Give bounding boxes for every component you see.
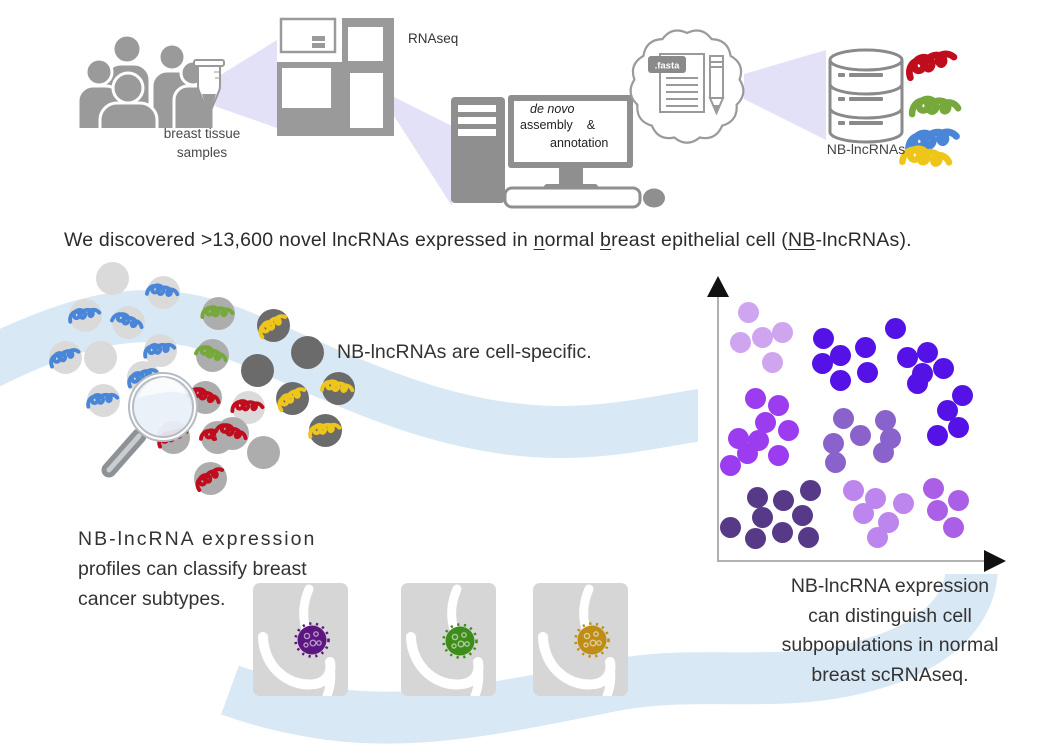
- scatter-dot: [852, 502, 874, 524]
- scatter-dot: [866, 526, 888, 548]
- scatter-dot: [799, 479, 821, 501]
- database-label: NB-lncRNAs: [826, 141, 906, 157]
- scatter-dot: [746, 486, 768, 508]
- y-axis-arrow-icon: [707, 276, 729, 297]
- scatter-dot: [884, 317, 906, 339]
- scatter-dot: [772, 489, 794, 511]
- magnifying-glass-icon: [101, 372, 198, 478]
- pencil-icon: [708, 55, 725, 116]
- scatter-dot: [812, 327, 834, 349]
- scatter-dot: [791, 504, 813, 526]
- computer-icon: [451, 95, 665, 209]
- scatter-dot: [744, 387, 766, 409]
- scatter-dot: [822, 432, 844, 454]
- fasta-tag: [648, 56, 686, 73]
- screen-line-denovo: de novo: [530, 102, 575, 116]
- breast-icon: [401, 583, 496, 696]
- screen-text: de novo assembly& annotation: [512, 101, 630, 151]
- scatter-dot: [856, 361, 878, 383]
- scatter-dot: [854, 336, 876, 358]
- scatter-dot: [906, 372, 928, 394]
- tumor-icon: [294, 622, 330, 658]
- document-icon: .fasta: [648, 53, 705, 113]
- scatter-dot: [751, 326, 773, 348]
- scatter-dot: [926, 424, 948, 446]
- headline: We discovered >13,600 novel lncRNAs expr…: [64, 229, 912, 251]
- scatter-dot: [771, 321, 793, 343]
- scatter-dot: [829, 369, 851, 391]
- scatter-dot: [719, 516, 741, 538]
- beam-fasta-to-database: [744, 50, 826, 140]
- scatter-dot: [811, 352, 833, 374]
- scatter-dot: [719, 454, 741, 476]
- scatter-dot: [874, 409, 896, 431]
- scatter-dot: [872, 441, 894, 463]
- scatter-dot: [761, 351, 783, 373]
- tumor-icon: [442, 623, 478, 659]
- scatter-dot: [767, 444, 789, 466]
- cell-specific-caption: NB-lncRNAs are cell-specific.: [337, 341, 592, 363]
- tumor-icon: [574, 622, 610, 658]
- screen-line-annotation: annotation: [550, 136, 609, 150]
- scatter-dot: [736, 442, 758, 464]
- scatter-dot: [744, 527, 766, 549]
- lncrna-squiggle-red-icon: [906, 50, 958, 82]
- rnaseq-label: RNAseq: [408, 31, 459, 46]
- beam-sequencer-to-computer: [394, 97, 452, 206]
- scatter-dot: [936, 399, 958, 421]
- scatter-dots: [698, 272, 1012, 574]
- beam-samples-to-sequencer: [206, 40, 277, 128]
- fasta-badge-icon: .fasta: [629, 29, 745, 144]
- scatter-dot: [824, 451, 846, 473]
- scatter-dot: [942, 516, 964, 538]
- scatter-plot: [698, 272, 1012, 574]
- scatter-axes: [707, 276, 1006, 572]
- scatter-dot: [777, 419, 799, 441]
- scatter-dot: [947, 489, 969, 511]
- scatter-dot: [849, 424, 871, 446]
- scatter-dot: [754, 411, 776, 433]
- scatter-dot: [916, 341, 938, 363]
- scatter-dot: [877, 511, 899, 533]
- scatter-dot: [797, 526, 819, 548]
- lncrna-squiggle-blue-icon: [905, 128, 960, 157]
- scatter-dot: [771, 521, 793, 543]
- scatter-dot: [829, 344, 851, 366]
- breast-icon: [533, 583, 628, 696]
- database-icon: [828, 48, 904, 144]
- scatter-dot: [896, 346, 918, 368]
- scatter-dot: [842, 479, 864, 501]
- screen-line-assembly: assembly&: [520, 118, 596, 132]
- sample-tube-icon: [193, 59, 225, 109]
- fasta-tag-label: .fasta: [655, 61, 681, 72]
- scatter-dot: [767, 394, 789, 416]
- people-group-icon: [76, 33, 216, 128]
- scatter-dot: [729, 331, 751, 353]
- lncrna-squiggle-green-icon: [908, 95, 962, 118]
- scatter-dot: [932, 357, 954, 379]
- scatter-dot: [737, 301, 759, 323]
- lncrna-squiggle-yellow-icon: [899, 145, 953, 167]
- scatter-dot: [751, 506, 773, 528]
- scatter-dot: [947, 416, 969, 438]
- scatter-dot: [951, 384, 973, 406]
- scatter-dot: [864, 487, 886, 509]
- scatter-dot: [832, 407, 854, 429]
- breast-icon: [253, 583, 348, 696]
- scatter-dot: [922, 477, 944, 499]
- sequencer-icon: [277, 17, 394, 136]
- scatter-dot: [926, 499, 948, 521]
- x-axis-arrow-icon: [984, 550, 1006, 572]
- scatter-dot: [892, 492, 914, 514]
